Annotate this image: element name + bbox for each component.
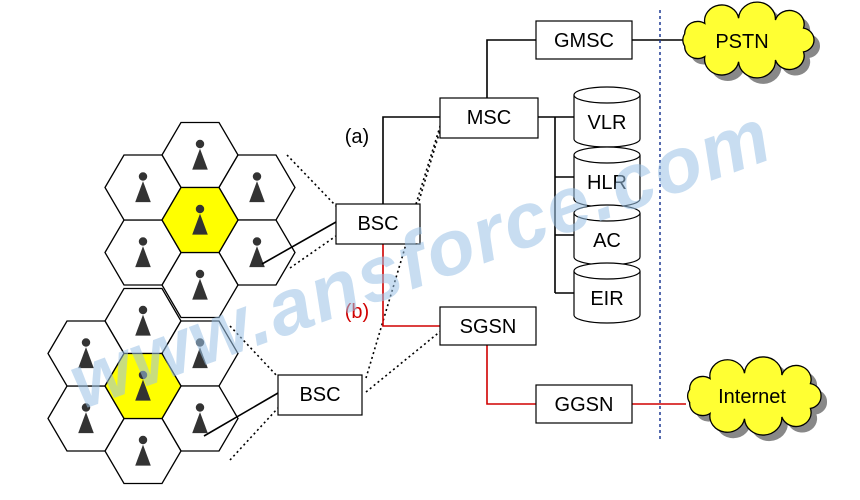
- pstn-cloud: PSTN: [682, 1, 821, 84]
- msc-node: MSC: [439, 97, 539, 139]
- path-b-label: (b): [345, 301, 369, 323]
- vlr-label: VLR: [588, 112, 627, 134]
- cell-to-bsc-bottom-link: [203, 392, 279, 437]
- bsc-bottom-node: BSC: [277, 374, 363, 416]
- circuit-switched-links: [382, 39, 683, 294]
- cell-to-bsc-top-link: [261, 221, 337, 265]
- packet-switched-links: [382, 244, 686, 405]
- database-cylinder-icon: [573, 271, 641, 324]
- ac-database: AC: [573, 204, 641, 266]
- eir-database: EIR: [573, 262, 641, 324]
- database-group: VLR HLR AC EIR: [573, 86, 641, 324]
- vlr-database: VLR: [573, 86, 641, 148]
- bsc-top-node: BSC: [335, 203, 421, 245]
- cloud-icon: [682, 1, 821, 84]
- database-cap: [573, 204, 641, 222]
- hlr-label: HLR: [587, 172, 627, 194]
- gmsc-label: GMSC: [554, 30, 614, 52]
- cloud-icon: [687, 356, 828, 442]
- sgsn-node: SGSN: [439, 306, 537, 346]
- eir-label: EIR: [590, 288, 623, 310]
- sgsn-label: SGSN: [460, 316, 517, 338]
- cell-cluster-group: [47, 121, 296, 485]
- cell-cluster-bottom: [47, 287, 239, 485]
- bsc-bottom-label: BSC: [299, 384, 340, 406]
- bsc-dotted-links: [365, 119, 443, 393]
- cluster-to-bsc-dotted-links: [229, 154, 337, 461]
- msc-label: MSC: [467, 107, 511, 129]
- cell-cluster-top: [104, 121, 296, 319]
- gmsc-node: GMSC: [535, 20, 633, 60]
- database-cap: [573, 146, 641, 164]
- ggsn-label: GGSN: [555, 394, 614, 416]
- bsc-top-label: BSC: [357, 213, 398, 235]
- database-cap: [573, 86, 641, 104]
- pstn-label: PSTN: [715, 31, 768, 53]
- ac-label: AC: [593, 230, 621, 252]
- ggsn-node: GGSN: [535, 384, 633, 424]
- database-cap: [573, 262, 641, 280]
- internet-label: Internet: [718, 386, 786, 408]
- path-a-label: (a): [345, 126, 369, 148]
- hlr-database: HLR: [573, 146, 641, 208]
- internet-cloud: Internet: [687, 356, 828, 442]
